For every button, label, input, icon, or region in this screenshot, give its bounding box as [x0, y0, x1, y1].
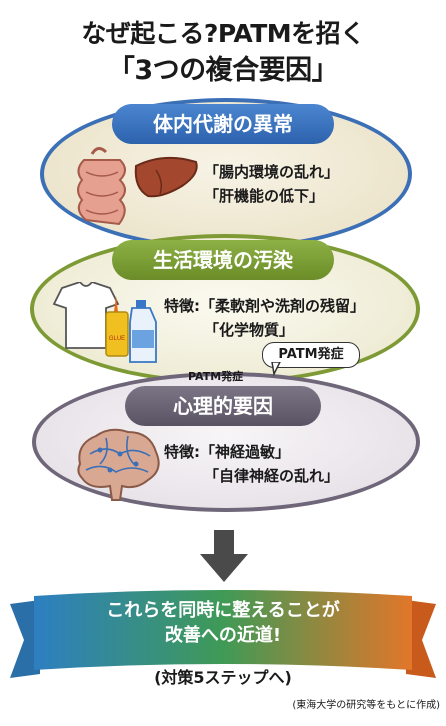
factor-3-line-2: 「自律神経の乱れ」	[204, 467, 340, 485]
glue-label: GLUE	[109, 336, 125, 342]
intestine-icon	[77, 147, 126, 226]
liver-icon	[134, 156, 198, 198]
factor-2-line-1: 特徴:「柔軟剤や洗剤の残留」	[164, 297, 365, 315]
title-line-2: 「3つの複合要因」	[107, 55, 339, 86]
factor-1-line-2: 「肝機能の低下」	[204, 187, 325, 205]
patm-small-label: PATM発症	[188, 370, 244, 383]
products-illustration: GLUE	[52, 282, 157, 363]
glue-bottle-icon: GLUE	[105, 296, 129, 357]
factor-2-line-2: 「化学物質」	[204, 321, 295, 339]
detergent-bottle-icon	[129, 300, 157, 363]
steps-link: (対策5ステップへ)	[154, 668, 292, 687]
conclusion-ribbon	[10, 590, 436, 678]
factor-3-line-1: 特徴:「神経過敏」	[164, 443, 290, 461]
brain-icon	[77, 428, 160, 501]
bubble-tail	[271, 362, 281, 377]
factor-1-heading: 体内代謝の異常	[112, 104, 334, 144]
factor-1-line-1: 「腸内環境の乱れ」	[204, 163, 340, 181]
conclusion-line-1: これらを同時に整えることが	[106, 600, 340, 621]
factor-2-heading: 生活環境の汚染	[112, 240, 334, 280]
conclusion-line-2: 改善への近道!	[164, 625, 282, 646]
factor-3-heading: 心理的要因	[125, 386, 321, 426]
tshirt-icon	[52, 282, 120, 349]
down-arrow-icon	[200, 530, 248, 582]
patm-bubble: PATM発症	[262, 342, 360, 368]
source-note: (東海大学の研究等をもとに作成)	[292, 700, 440, 711]
organs-illustration	[77, 147, 198, 226]
title-line-1: なぜ起こる?PATMを招く	[81, 19, 365, 48]
